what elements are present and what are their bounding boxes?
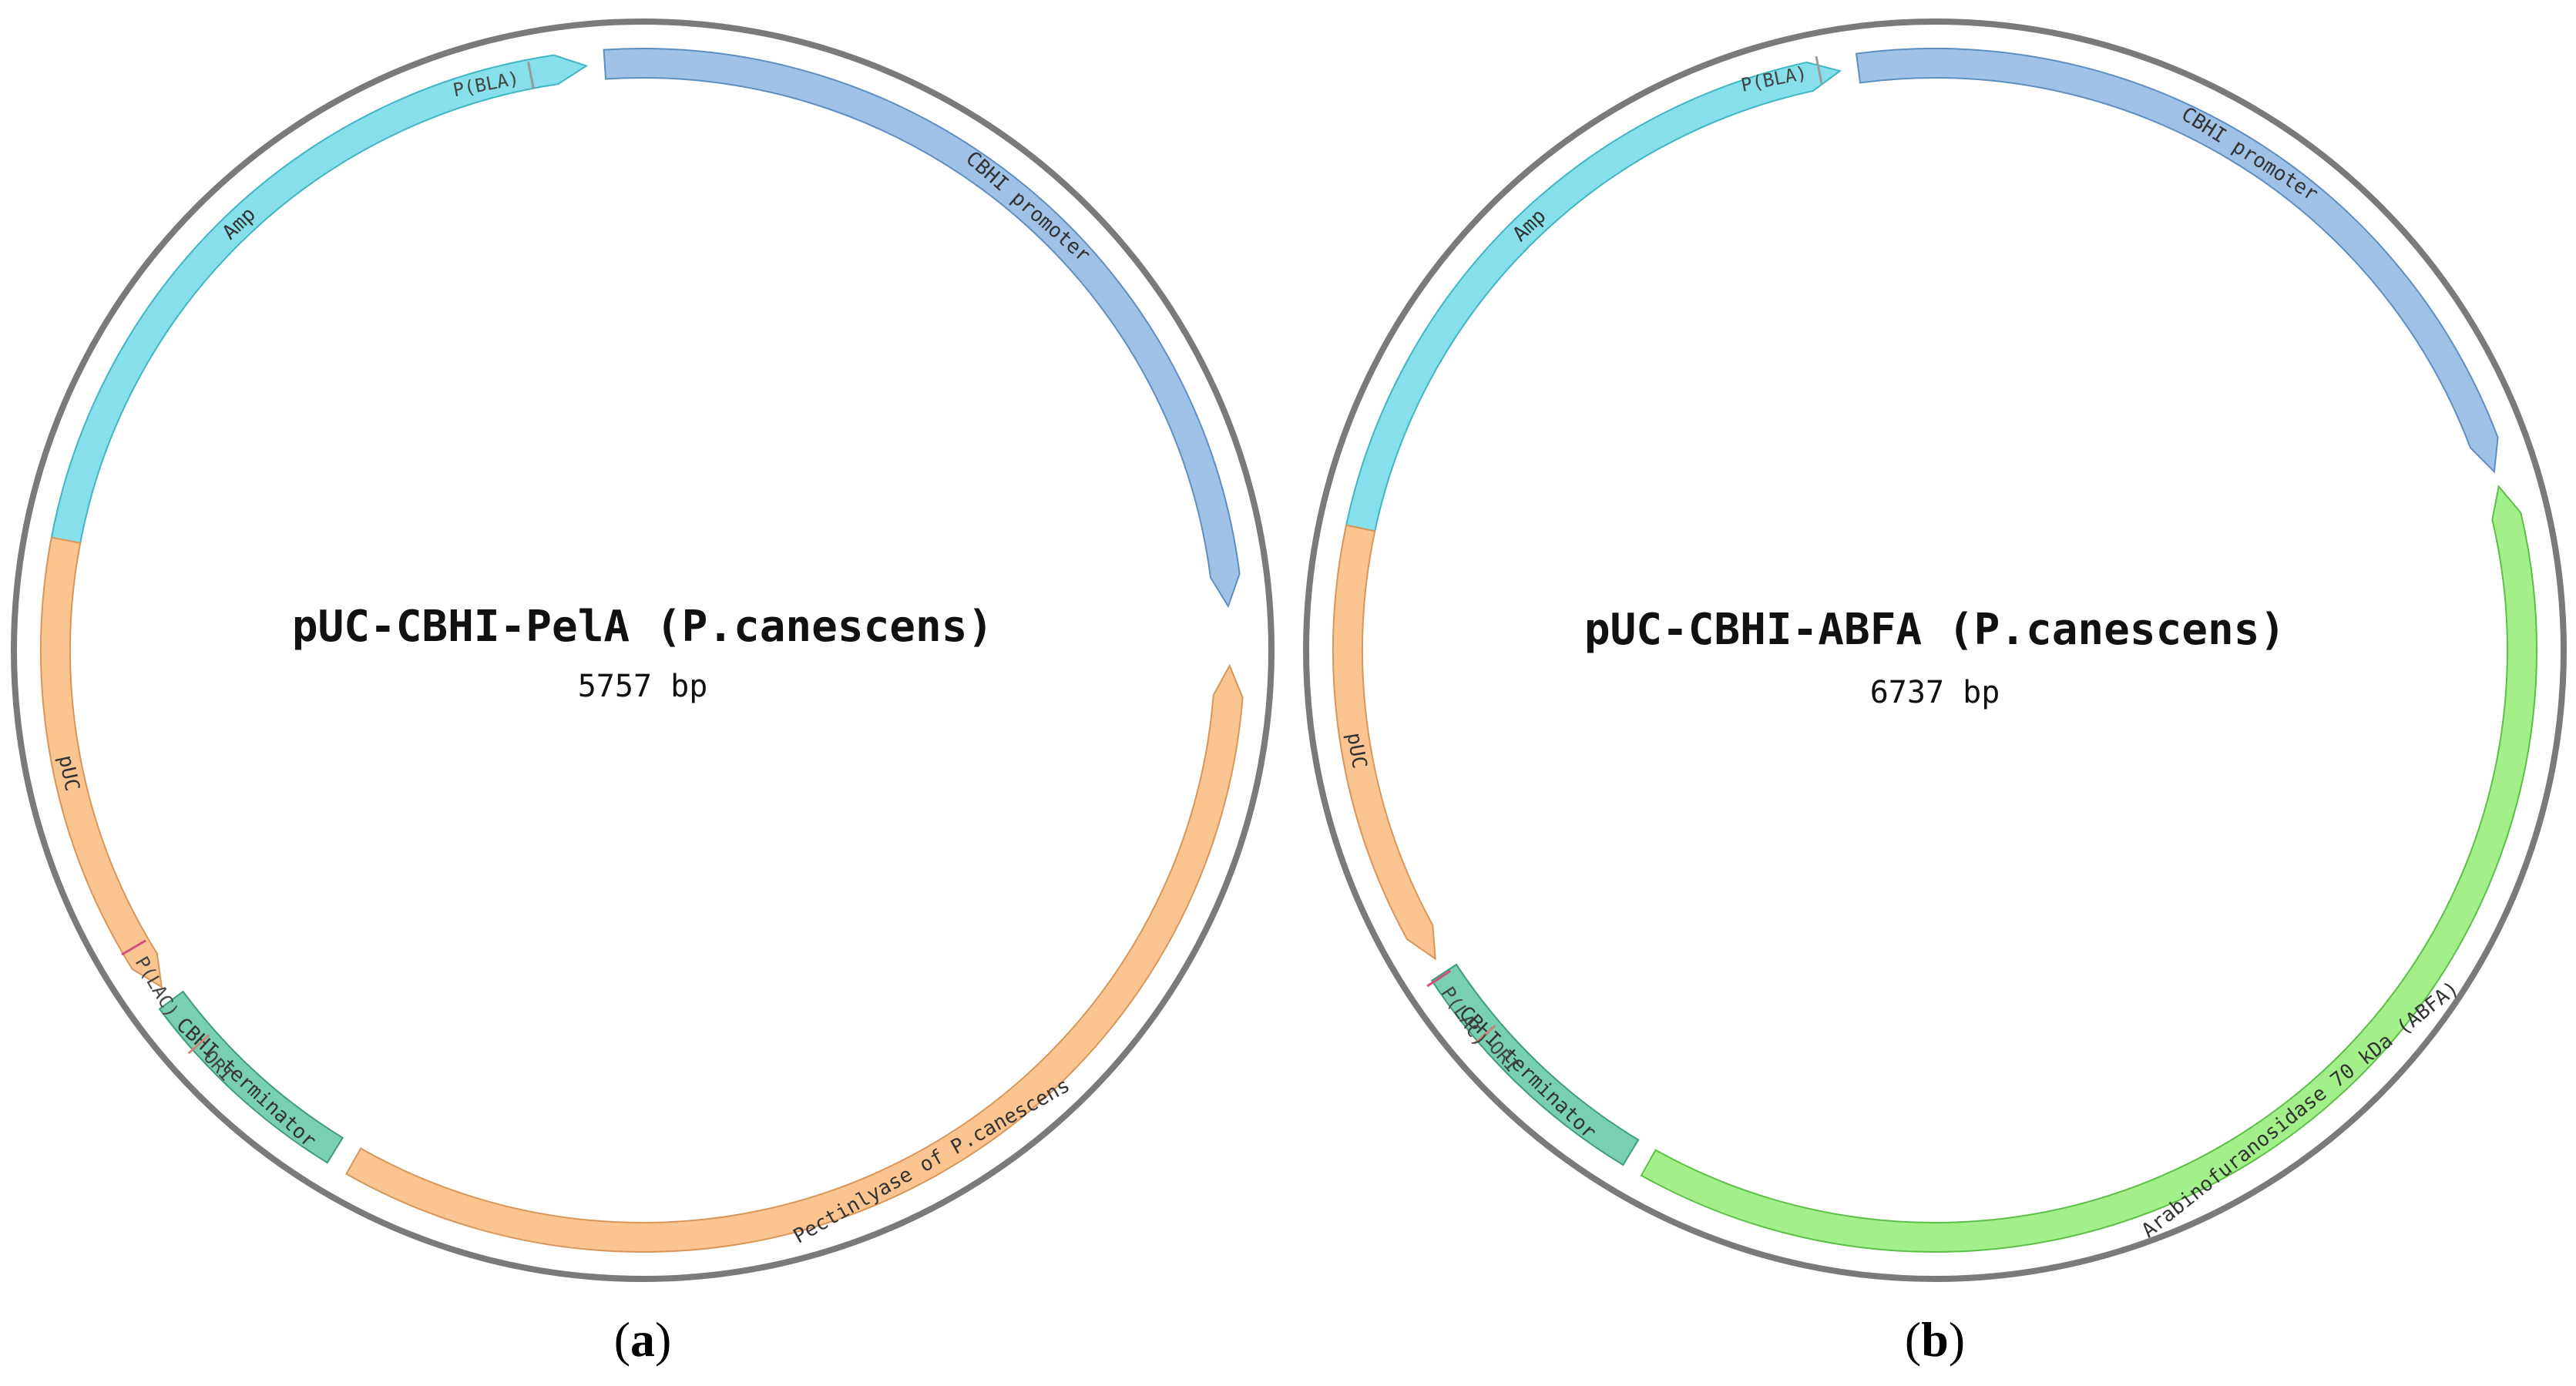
- site-plac-tick-a: [121, 939, 146, 956]
- feature-puc-arrow-a: [40, 536, 163, 989]
- feature-cbhi-promoter-label-a: CBHI promoter: [961, 147, 1094, 267]
- panel-caption-a: (a): [614, 1312, 672, 1367]
- feature-cbhi-promoter-label-b: CBHI promoter: [2177, 102, 2322, 206]
- feature-insert-label-a: Pectinlyase of P.canescens: [790, 1074, 1074, 1249]
- plasmid-size-a: 5757 bp: [578, 669, 708, 704]
- feature-cbhi-promoter-arrow-b: [1855, 48, 2499, 474]
- site-ori-tick-a: [187, 1034, 210, 1055]
- site-pbla-tick-b: [1815, 55, 1823, 84]
- feature-puc-arrow-b: [1332, 524, 1436, 961]
- feature-cbhi-promoter-arrow-a: [603, 48, 1241, 609]
- panel-caption-b: (b): [1905, 1312, 1965, 1367]
- site-ori-tick-b: [1473, 1024, 1496, 1045]
- plasmid-backbone-b: [1303, 18, 2567, 1282]
- feature-insert-arrow-b: [1640, 485, 2537, 1253]
- feature-insert-label-b: Arabinofuranosidase 70 kDa (ABFA): [2138, 977, 2463, 1243]
- feature-cbhi-terminator-arrow-a: [158, 990, 344, 1164]
- feature-cbhi-terminator-arrow-b: [1430, 963, 1640, 1166]
- feature-amp-arrow-a: [46, 54, 589, 565]
- feature-cbhi-terminator-label-a: CBHI terminator: [172, 1013, 321, 1153]
- feature-insert-arrow-a: [345, 663, 1244, 1253]
- site-pbla-tick-a: [527, 62, 535, 89]
- plasmid-backbone-a: [11, 18, 1275, 1282]
- plasmid-title-b: pUC-CBHI-ABFA (P.canescens): [1584, 605, 2285, 655]
- plasmid-size-b: 6737 bp: [1870, 675, 2000, 710]
- feature-amp-arrow-b: [1345, 61, 1842, 532]
- site-plac-tick-b: [1426, 969, 1452, 988]
- plasmid-title-a: pUC-CBHI-PelA (P.canescens): [292, 602, 993, 652]
